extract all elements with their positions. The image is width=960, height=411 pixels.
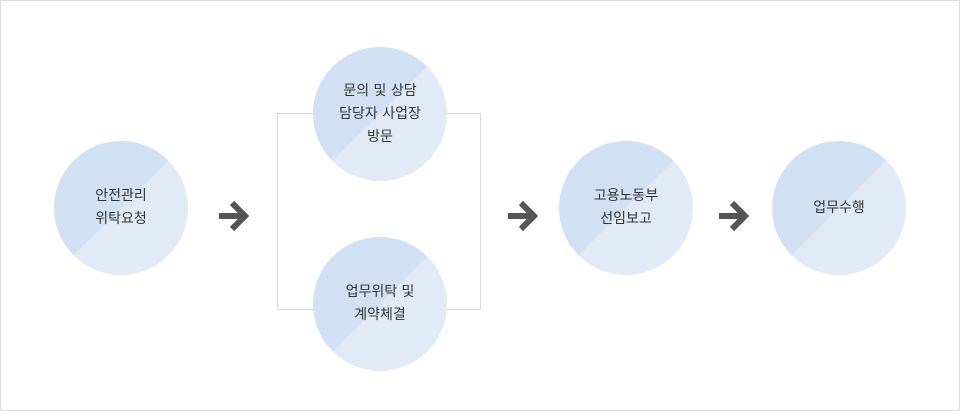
step-label-consult: 문의 및 상담 담당자 사업장 방문 — [339, 82, 421, 145]
step-label-contract: 업무위탁 및 계약체결 — [345, 284, 415, 323]
right-arrow-icon — [508, 200, 539, 232]
step-circle-perform: 업무수행 — [772, 141, 906, 275]
step-label-perform: 업무수행 — [813, 199, 865, 216]
step-label-report: 고용노동부 선임보고 — [593, 188, 659, 227]
step-circle-request: 안전관리 위탁요청 — [54, 141, 188, 275]
right-arrow-icon — [719, 200, 750, 232]
step-circle-contract: 업무위탁 및 계약체결 — [313, 237, 447, 371]
right-arrow-icon — [219, 200, 250, 232]
step-circle-report: 고용노동부 선임보고 — [559, 141, 693, 275]
step-label-request: 안전관리 위탁요청 — [95, 188, 147, 227]
step-circle-consult: 문의 및 상담 담당자 사업장 방문 — [313, 47, 447, 181]
